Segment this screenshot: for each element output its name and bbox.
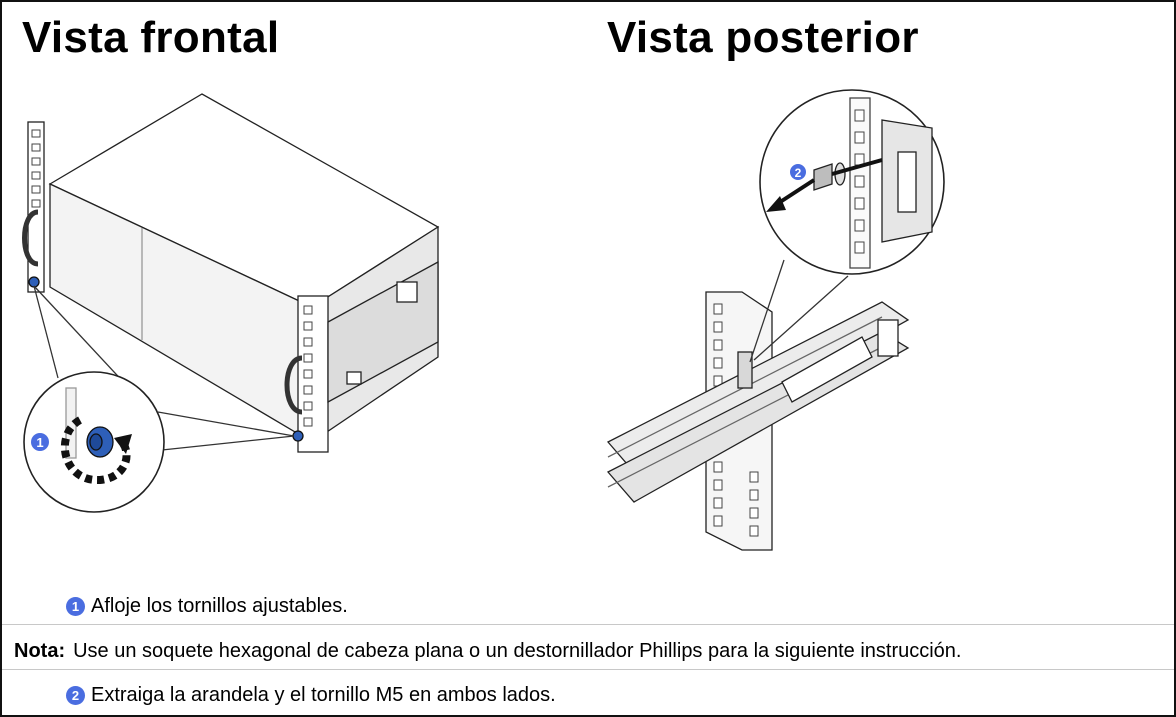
- right-handle: [284, 355, 303, 415]
- note: Nota: Use un soquete hexagonal de cabeza …: [14, 638, 961, 664]
- left-handle: [22, 209, 39, 267]
- callout-1: 1: [31, 433, 49, 451]
- front-left-screw: [28, 276, 40, 288]
- rear-view-illustration: [606, 89, 945, 551]
- step-2-text: Extraiga la arandela y el tornillo M5 en…: [91, 684, 556, 706]
- step-2-badge: 2: [66, 686, 85, 705]
- separator: [2, 624, 1174, 625]
- front-view-illustration: [22, 93, 440, 513]
- step-1-badge: 1: [66, 597, 85, 616]
- front-view-title: Vista frontal: [22, 13, 280, 62]
- installation-illustration: 1: [22, 89, 945, 551]
- front-right-screw: [292, 430, 304, 442]
- rear-view-title: Vista posterior: [607, 13, 919, 62]
- note-label: Nota:: [14, 640, 66, 662]
- separator: [2, 669, 1174, 670]
- callout-2: 2: [790, 164, 806, 180]
- rotation-arrow: [60, 416, 131, 485]
- step-1-text: Afloje los tornillos ajustables.: [91, 595, 348, 617]
- m5-screw: [813, 163, 833, 191]
- step-1: 1 Afloje los tornillos ajustables.: [66, 593, 348, 619]
- slide-rail: [606, 301, 910, 473]
- right-rack-post: [297, 295, 329, 453]
- rail-bracket: [737, 351, 753, 389]
- callout-1-number: 1: [36, 435, 43, 450]
- callout-2-number: 2: [795, 166, 802, 180]
- step-2: 2 Extraiga la arandela y el tornillo M5 e…: [66, 682, 556, 708]
- note-text: Use un soquete hexagonal de cabeza plana…: [73, 640, 962, 662]
